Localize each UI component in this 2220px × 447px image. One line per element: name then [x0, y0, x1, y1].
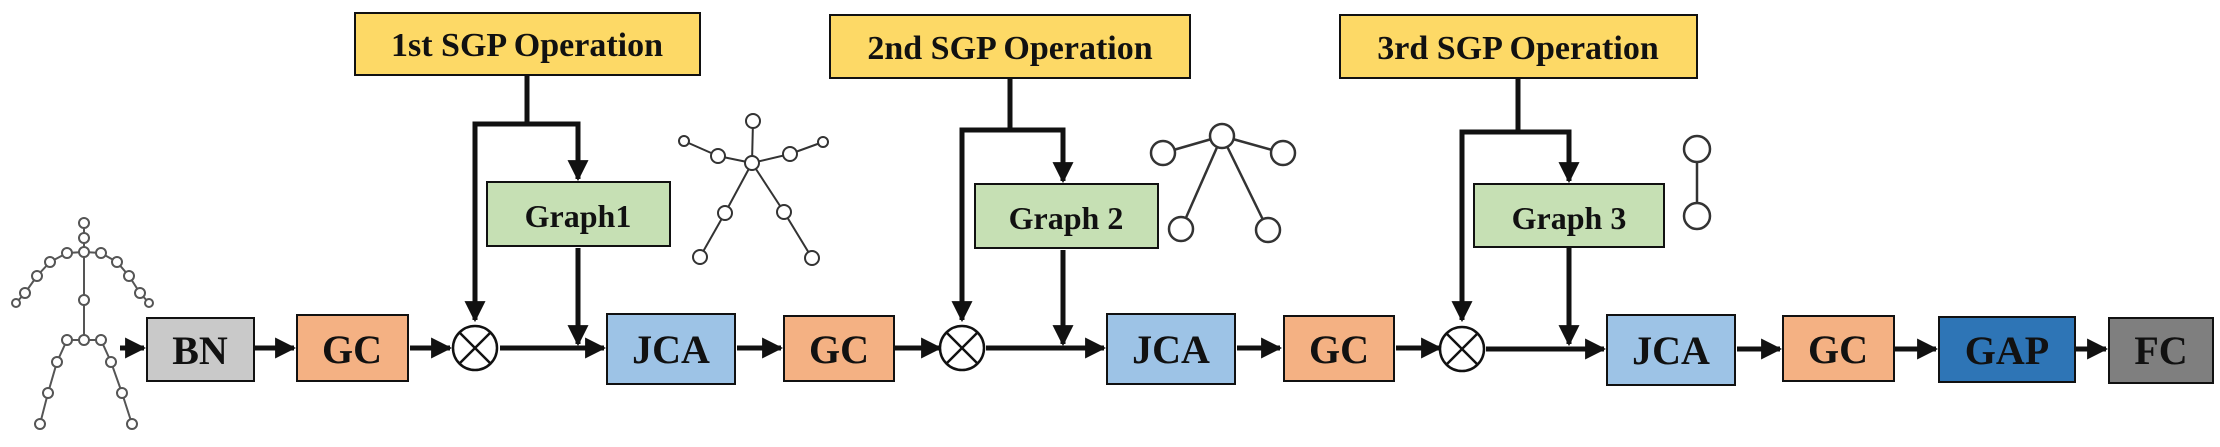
sgp3-to-graph3 [1518, 129, 1580, 184]
sgp-operation-1: 1st SGP Operation [354, 12, 701, 76]
graph1-skeleton-icon [678, 113, 829, 266]
fc-block: FC [2108, 317, 2214, 384]
graph-box-3-label: Graph 3 [1512, 200, 1627, 236]
graph-box-3: Graph 3 [1473, 183, 1665, 248]
input-skeleton-icon [11, 217, 154, 430]
sgp-operation-2: 2nd SGP Operation [829, 14, 1191, 79]
gc-block-4: GC [1782, 315, 1895, 382]
multiply-circle-icon [1438, 325, 1486, 373]
sgp-operation-3: 3rd SGP Operation [1339, 14, 1698, 79]
gap-block: GAP [1938, 316, 2076, 383]
connectors [120, 76, 2109, 360]
sgp-operation-3-label: 3rd SGP Operation [1377, 30, 1659, 67]
sgp2-to-mult2 [951, 79, 1013, 323]
gc-2-label: GC [809, 327, 869, 372]
gc-3-label: GC [1309, 327, 1369, 372]
jca-block-3: JCA [1606, 314, 1736, 386]
gap-label: GAP [1965, 328, 2049, 373]
sgp1-to-graph1 [527, 121, 589, 182]
graph2-icon [1149, 122, 1297, 244]
gc-block-1: GC [296, 314, 409, 382]
jca-1-label: JCA [632, 327, 710, 372]
bn-block: BN [146, 317, 255, 382]
gc-block-3: GC [1283, 315, 1395, 382]
gc-block-2: GC [783, 315, 895, 382]
jca-block-1: JCA [606, 313, 736, 385]
jca-block-2: JCA [1106, 313, 1236, 385]
sgp2-to-graph2 [1010, 127, 1074, 184]
bn-label: BN [172, 328, 228, 373]
multiply-circle-icon [938, 324, 986, 372]
sgp-operation-1-label: 1st SGP Operation [391, 27, 663, 64]
sgp-operation-2-label: 2nd SGP Operation [867, 30, 1152, 67]
graph-box-1-label: Graph1 [525, 198, 632, 234]
graph3-icon [1682, 134, 1712, 231]
multiply-circle-icon [451, 324, 499, 372]
gc-4-label: GC [1808, 327, 1868, 372]
gc-1-label: GC [322, 327, 382, 372]
fc-label: FC [2134, 328, 2187, 373]
sgp1-to-mult1 [464, 76, 530, 323]
jca-2-label: JCA [1132, 327, 1210, 372]
sgp3-to-mult3 [1451, 78, 1521, 323]
graph-box-1: Graph1 [486, 181, 671, 247]
graph-box-2-label: Graph 2 [1009, 200, 1124, 236]
jca-3-label: JCA [1632, 328, 1710, 373]
graph-box-2: Graph 2 [974, 183, 1159, 249]
